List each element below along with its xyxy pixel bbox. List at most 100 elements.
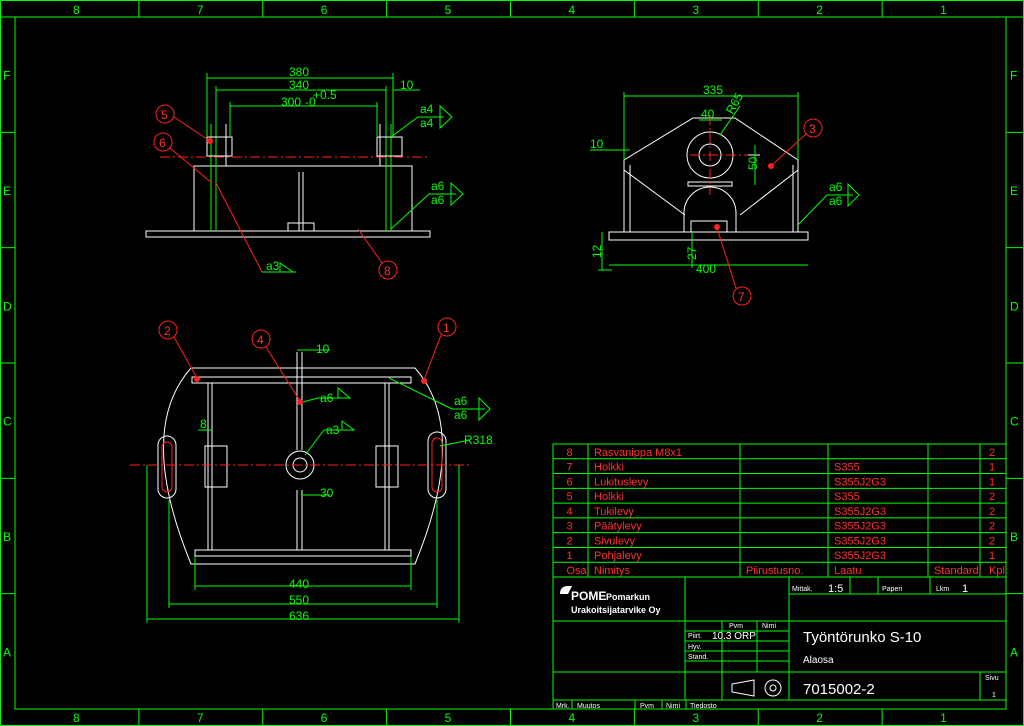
zone-col-bottom: 2 [816,711,823,725]
zone-col-top: 2 [816,3,823,17]
parts-cell-material: S355J2G3 [834,506,886,518]
weld-top-a6-upper: a6 [454,394,468,408]
date-label: Pvm [729,623,743,630]
checked-label: Hyv. [688,644,702,651]
parts-cell-material: S355J2G3 [834,535,886,547]
balloon-6: 6 [159,136,166,150]
parts-cell-qty: 2 [989,491,995,503]
rev-col-name: Nimi [666,703,680,710]
zone-col-bottom: 5 [445,711,452,725]
parts-cell-drawing_no: Piirustusno. [746,565,803,577]
parts-cell-name: Nimitys [594,565,631,577]
drawn-label: Piirt. [688,633,702,640]
zone-col-top: 5 [445,3,452,17]
dim-R318: R318 [464,433,493,447]
zone-col-top: 7 [197,3,204,17]
dim-400: 400 [696,262,716,276]
parts-cell-no: 6 [567,476,573,488]
zone-col-bottom: 3 [692,711,699,725]
rev-col-change: Muutos [577,703,600,710]
parts-cell-material: S355 [834,491,860,503]
drawn-value: 10.3 ORP [712,631,756,642]
zone-col-bottom: 8 [73,711,80,725]
zone-col-bottom: 4 [568,711,575,725]
parts-cell-no: 3 [567,521,573,533]
dim-335: 335 [703,83,723,97]
balloon-2: 2 [164,324,171,338]
dim-300-tol-high: +0.5 [313,88,337,102]
name-label: Nimi [762,623,776,630]
front-view: 380 340 300 -0 +0.5 10 a4 a4 a6 a6 a3 5 … [145,65,464,280]
balloon-5: 5 [161,108,168,122]
parts-cell-material: S355J2G3 [834,550,886,562]
zone-col-top: 4 [568,3,575,17]
weld-top-a6-lower: a6 [454,408,468,422]
parts-cell-qty: 1 [989,550,995,562]
weld-a4-upper: a4 [420,102,434,116]
weld-top-a3: a3 [326,423,340,437]
drawing-subtitle: Alaosa [803,655,834,666]
parts-cell-no: Osa [567,565,588,577]
zone-labels-bottom: 8 7 6 5 4 3 2 1 [73,711,947,725]
zone-col-bottom: 6 [321,711,328,725]
title-block: POME Pomarkun Urakoitsijatarvike Oy Mitt… [552,576,1007,710]
sheets-value: 1 [962,583,968,595]
zone-col-top: 3 [692,3,699,17]
parts-cell-name: Päätylevy [594,521,642,533]
dim-10-top: 10 [316,342,330,356]
weld-side-a6-upper: a6 [829,180,843,194]
zone-col-bottom: 1 [940,711,947,725]
parts-cell-no: 7 [567,462,573,474]
top-view: 10 8 30 R318 440 550 636 a6 a3 a6 a6 [130,317,493,623]
zone-row-right: E [1010,184,1018,198]
parts-cell-no: 4 [567,506,573,518]
sheet-value: 1 [992,692,996,699]
parts-cell-name: Pohjalevy [594,550,642,562]
scale-value: 1:5 [828,583,843,595]
parts-cell-name: Holkki [594,491,624,503]
projection-symbol-icon [731,679,782,697]
zone-col-top: 1 [940,3,947,17]
weld-top-a6: a6 [320,391,334,405]
parts-cell-qty: 2 [989,535,995,547]
parts-cell-name: Rasvanippa M8x1 [594,447,682,459]
dim-R65: R65 [723,90,746,116]
zone-row-left: F [3,69,10,83]
dim-30: 30 [320,486,334,500]
drawing-number: 7015002-2 [803,681,875,698]
zone-col-bottom: 7 [197,711,204,725]
parts-cell-qty: 1 [989,462,995,474]
scale-label: Mittak. [792,586,813,593]
parts-cell-qty: 2 [989,521,995,533]
dim-550: 550 [289,593,309,607]
sheet-label: Sivu [985,675,999,682]
parts-cell-name: Lukituslevy [594,476,649,488]
dim-40: 40 [701,107,715,121]
dim-27: 27 [685,246,699,260]
zone-row-right: F [1010,69,1017,83]
company-line2: Urakoitsijatarvike Oy [571,605,661,615]
balloon-4: 4 [257,333,264,347]
weld-a3: a3 [266,259,280,273]
zone-row-left: A [3,645,11,659]
rev-col-file: Tiedosto [690,703,717,710]
parts-cell-qty: 2 [989,506,995,518]
balloon-7: 7 [738,290,745,304]
weld-side-a6-lower: a6 [829,194,843,208]
zone-row-right: D [1010,299,1019,313]
drawing-title: Työntörunko S-10 [803,629,921,646]
dim-636: 636 [289,609,309,623]
parts-cell-name: Holkki [594,462,624,474]
balloon-8: 8 [384,264,391,278]
zone-row-right: C [1010,415,1019,429]
zone-row-left: B [3,530,11,544]
company-suffix: Pomarkun [606,592,650,602]
dim-50: 50 [746,156,760,170]
balloon-3: 3 [809,122,816,136]
zone-row-left: E [3,184,11,198]
dim-300-tol-low: -0 [305,95,316,109]
